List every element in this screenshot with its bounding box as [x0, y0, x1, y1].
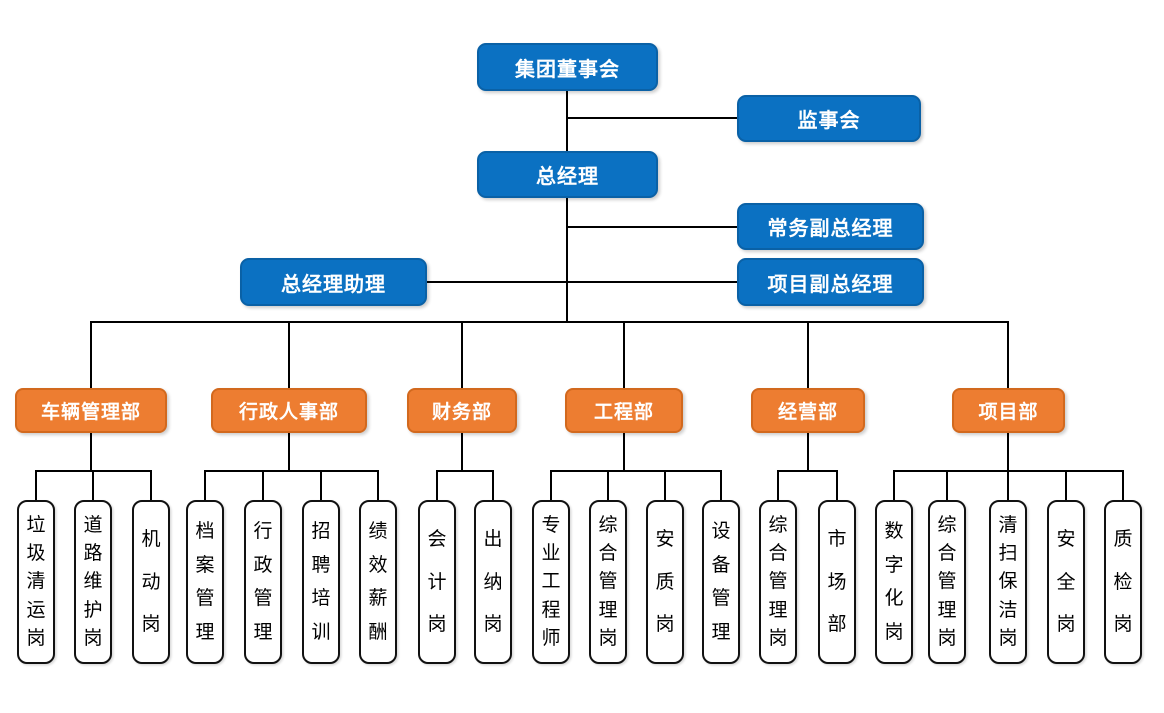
connector-line — [90, 321, 1008, 323]
dept-project: 项目部 — [952, 388, 1065, 433]
position-label: 质检岗 — [1113, 528, 1133, 635]
position-box: 设备管理 — [702, 500, 740, 664]
position-label: 安质岗 — [655, 528, 675, 635]
connector-line — [262, 470, 264, 501]
dept-operations: 经营部 — [751, 388, 865, 433]
dept-finance: 财务部 — [407, 388, 517, 433]
connector-line — [550, 470, 721, 472]
connector-line — [836, 470, 838, 501]
position-box: 综合管理岗 — [759, 500, 797, 664]
connector-line — [288, 321, 290, 388]
connector-line — [777, 470, 837, 472]
connector-line — [35, 470, 37, 501]
connector-line — [1122, 470, 1124, 501]
position-label: 招聘培训 — [311, 519, 331, 644]
position-box: 综合管理岗 — [928, 500, 966, 664]
position-box: 数字化岗 — [875, 500, 913, 664]
connector-line — [320, 470, 322, 501]
connector-line — [377, 470, 379, 501]
connector-line — [436, 470, 438, 501]
connector-line — [1007, 470, 1009, 501]
position-label: 数字化岗 — [884, 519, 904, 644]
connector-line — [777, 470, 779, 501]
position-box: 招聘培训 — [302, 500, 340, 664]
node-group-board: 集团董事会 — [477, 43, 658, 91]
connector-line — [90, 321, 92, 388]
connector-line — [566, 91, 568, 151]
position-box: 垃圾清运岗 — [17, 500, 55, 664]
position-label: 绩效薪酬 — [368, 519, 388, 644]
connector-line — [623, 321, 625, 388]
position-box: 会计岗 — [418, 500, 456, 664]
dept-admin-hr: 行政人事部 — [211, 388, 367, 433]
position-label: 综合管理岗 — [937, 514, 957, 649]
connector-line — [807, 433, 809, 471]
connector-line — [607, 470, 609, 501]
position-label: 专业工程师 — [541, 514, 561, 649]
position-box: 行政管理 — [244, 500, 282, 664]
position-label: 安全岗 — [1056, 528, 1076, 635]
connector-line — [567, 117, 737, 119]
connector-line — [550, 470, 552, 501]
position-label: 设备管理 — [711, 519, 731, 644]
position-label: 清扫保洁岗 — [998, 514, 1018, 649]
position-box: 档案管理 — [186, 500, 224, 664]
node-project-deputy-gm: 项目副总经理 — [737, 258, 924, 306]
position-box: 绩效薪酬 — [359, 500, 397, 664]
position-label: 档案管理 — [195, 519, 215, 644]
position-box: 综合管理岗 — [589, 500, 627, 664]
connector-line — [288, 433, 290, 471]
connector-line — [664, 470, 666, 501]
connector-line — [492, 470, 494, 501]
dept-vehicle-management: 车辆管理部 — [15, 388, 167, 433]
connector-line — [1007, 433, 1009, 471]
position-box: 安全岗 — [1047, 500, 1085, 664]
position-box: 出纳岗 — [474, 500, 512, 664]
position-box: 机动岗 — [132, 500, 170, 664]
connector-line — [92, 470, 94, 501]
position-box: 市场部 — [818, 500, 856, 664]
connector-line — [204, 470, 206, 501]
position-box: 清扫保洁岗 — [989, 500, 1027, 664]
position-box: 安质岗 — [646, 500, 684, 664]
connector-line — [720, 470, 722, 501]
position-label: 综合管理岗 — [598, 514, 618, 649]
position-box: 道路维护岗 — [74, 500, 112, 664]
dept-engineering: 工程部 — [565, 388, 683, 433]
connector-line — [807, 321, 809, 388]
connector-line — [461, 321, 463, 388]
connector-line — [461, 433, 463, 471]
connector-line — [427, 281, 737, 283]
node-supervisory-board: 监事会 — [737, 95, 921, 142]
node-gm-assistant: 总经理助理 — [240, 258, 427, 306]
connector-line — [893, 470, 895, 501]
position-label: 行政管理 — [253, 519, 273, 644]
position-box: 专业工程师 — [532, 500, 570, 664]
position-label: 机动岗 — [141, 528, 161, 635]
connector-line — [90, 433, 92, 471]
position-label: 市场部 — [827, 528, 847, 635]
position-label: 综合管理岗 — [768, 514, 788, 649]
connector-line — [566, 198, 568, 322]
position-label: 道路维护岗 — [83, 514, 103, 649]
position-box: 质检岗 — [1104, 500, 1142, 664]
position-label: 会计岗 — [427, 528, 447, 635]
connector-line — [1007, 321, 1009, 388]
connector-line — [436, 470, 494, 472]
connector-line — [567, 226, 737, 228]
node-executive-deputy-gm: 常务副总经理 — [737, 203, 924, 250]
position-label: 垃圾清运岗 — [26, 514, 46, 649]
connector-line — [623, 433, 625, 471]
connector-line — [204, 470, 378, 472]
node-general-manager: 总经理 — [477, 151, 658, 198]
connector-line — [946, 470, 948, 501]
connector-line — [1065, 470, 1067, 501]
position-label: 出纳岗 — [483, 528, 503, 635]
connector-line — [150, 470, 152, 501]
